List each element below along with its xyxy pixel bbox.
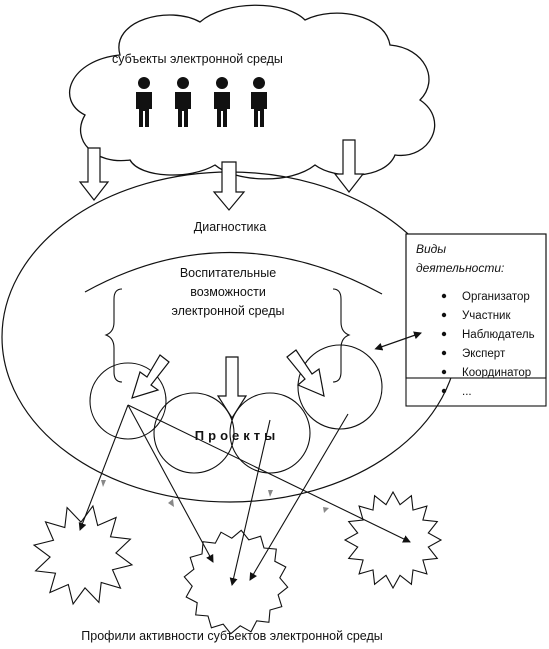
connection-arrow (78, 404, 129, 531)
block-arrow-down-left (78, 147, 110, 201)
block-arrow-down-center (212, 161, 246, 211)
person-icon (136, 77, 152, 127)
left-brace (104, 288, 123, 383)
activities-box-border (405, 233, 547, 407)
person-icon (251, 77, 267, 127)
footer-label: Профили активности субъектов электронной… (81, 629, 382, 643)
connection-arrow (249, 413, 349, 581)
educational-line: Воспитательные (180, 266, 276, 280)
activity-item: Организатор (462, 291, 530, 303)
project-circles (89, 344, 383, 474)
small-arrowhead (168, 499, 174, 507)
educational-line: возможности (190, 285, 266, 299)
bullet-icon (441, 369, 447, 375)
profile-stars (32, 490, 443, 635)
project-circle (89, 362, 167, 440)
diagnostics-label: Диагностика (194, 220, 267, 234)
connection-arrows (78, 404, 411, 586)
small-arrowhead (323, 507, 329, 513)
people-group (136, 77, 267, 127)
activities-title: Виды (416, 242, 446, 256)
bullet-icon (441, 350, 447, 356)
project-circle (297, 344, 383, 430)
block-arrow-diag-right (286, 349, 325, 397)
activity-item: Наблюдатель (462, 329, 535, 341)
block-arrow-diag-left (131, 354, 170, 399)
brace-block-arrows (131, 349, 325, 420)
inner-arc (84, 251, 383, 295)
person-icon (175, 77, 191, 127)
activity-item: Координатор (462, 367, 531, 379)
activity-item: ... (462, 386, 472, 398)
right-brace (332, 288, 351, 383)
project-circle (229, 392, 311, 474)
small-arrowhead (101, 480, 106, 487)
cloud-block-arrows (78, 139, 365, 211)
activity-item: Эксперт (462, 348, 506, 360)
connection-arrow (229, 419, 271, 586)
bullet-icon (441, 388, 447, 394)
bullet-icon (441, 293, 447, 299)
activity-item: Участник (462, 310, 511, 322)
block-arrow-down-right (333, 139, 365, 193)
educational-line: электронной среды (172, 304, 285, 318)
activities-list: Организатор Участник Наблюдатель Эксперт… (441, 291, 535, 398)
connection-arrow (127, 404, 411, 543)
bullet-icon (441, 331, 447, 337)
bullet-icon (441, 312, 447, 318)
small-arrowheads (101, 480, 329, 513)
double-arrow (374, 331, 422, 351)
educational-text: Воспитательные возможности электронной с… (172, 266, 285, 318)
projects-label: Проекты (195, 428, 279, 443)
profile-star-right (343, 490, 443, 590)
project-circle (153, 392, 235, 474)
person-icon (214, 77, 230, 127)
connection-arrow (127, 404, 214, 563)
activities-box: Виды деятельности: Организатор Участник … (405, 233, 547, 398)
block-arrow-down-middle (216, 356, 248, 420)
profile-star-middle (183, 529, 289, 635)
cloud-label: субъекты электронной среды (112, 52, 283, 66)
activities-title: деятельности: (416, 261, 504, 275)
profile-star-left (32, 504, 134, 606)
small-arrowhead (268, 490, 273, 497)
